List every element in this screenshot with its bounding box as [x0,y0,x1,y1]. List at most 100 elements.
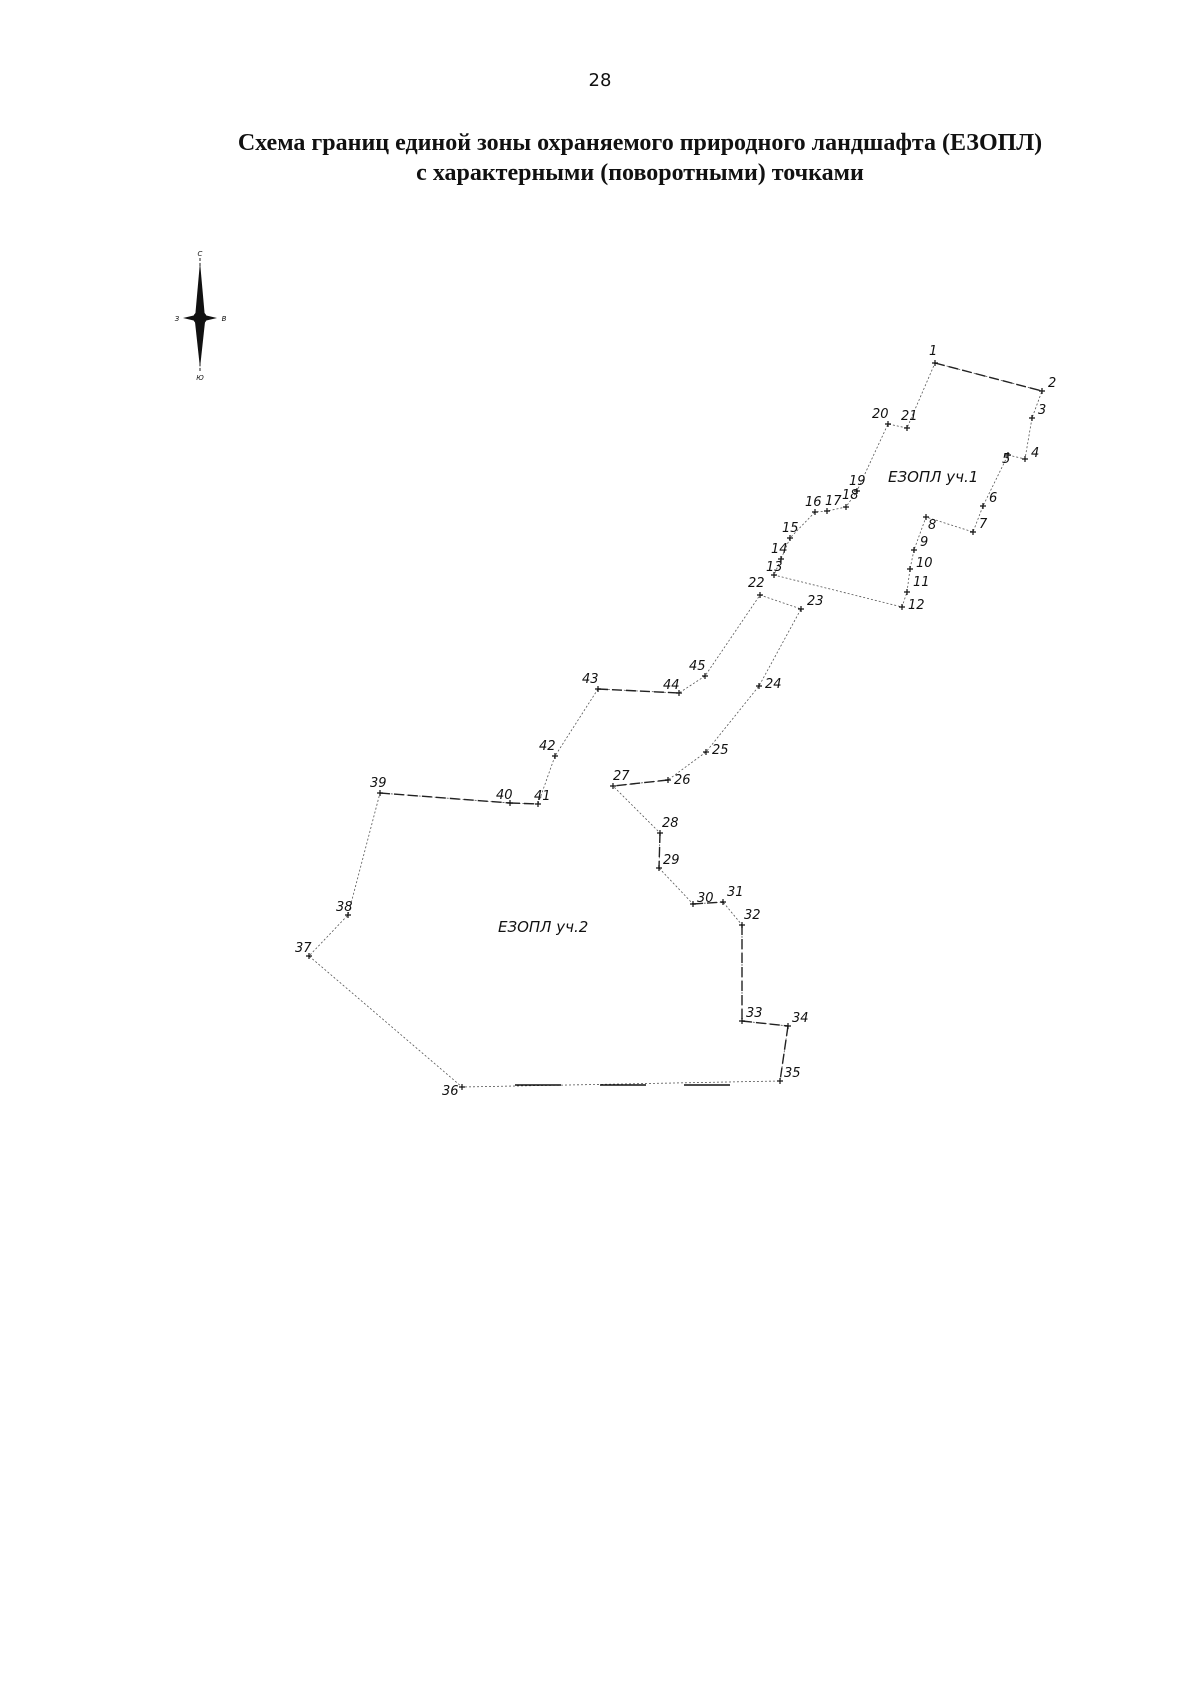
point-marker-icon [899,604,905,610]
point-label-10: 10 [916,556,933,571]
boundary-segment-26-27 [612,779,669,787]
point-marker-icon [970,529,976,535]
point-marker-icon [911,547,917,553]
point-marker-icon [756,683,762,689]
compass-west-label: З [175,315,180,323]
point-marker-icon [885,421,891,427]
point-marker-icon [535,801,541,807]
point-marker-icon [785,1023,791,1029]
point-markers [306,360,1045,1090]
boundary-segment-39-40 [379,792,511,804]
page-number: 28 [588,70,612,91]
title-line-2: с характерными (поворотными) точками [416,160,864,186]
point-label-8: 8 [928,518,936,533]
zone-boundary-2 [308,594,802,1088]
point-marker-icon [657,830,663,836]
point-marker-icon [798,606,804,612]
point-label-34: 34 [792,1011,809,1026]
point-label-7: 7 [979,517,988,532]
point-marker-icon [690,901,696,907]
boundary-segment-28-29 [658,832,661,869]
point-marker-icon [552,753,558,759]
point-label-43: 43 [582,672,599,687]
point-label-30: 30 [697,891,714,906]
point-label-21: 21 [901,409,918,424]
point-marker-icon [507,800,513,806]
point-label-2: 2 [1048,376,1056,391]
point-marker-icon [771,572,777,578]
point-label-33: 33 [746,1006,763,1021]
point-label-17: 17 [825,494,842,509]
point-marker-icon [824,508,830,514]
point-label-40: 40 [496,788,513,803]
point-marker-icon [904,425,910,431]
point-label-31: 31 [727,885,744,900]
point-marker-icon [1005,452,1011,458]
point-label-19: 19 [849,474,866,489]
point-marker-icon [345,912,351,918]
point-label-38: 38 [336,900,353,915]
point-label-29: 29 [663,853,680,868]
point-marker-icon [702,673,708,679]
point-marker-icon [1039,388,1045,394]
point-label-23: 23 [807,594,824,609]
point-label-3: 3 [1038,403,1046,418]
title-line-1: Схема границ единой зоны охраняемого при… [237,130,1043,156]
point-marker-icon [739,1018,745,1024]
point-marker-icon [757,592,763,598]
boundary-segment-40-41 [509,802,539,805]
point-marker-icon [854,488,860,494]
point-marker-icon [923,514,929,520]
point-label-32: 32 [744,908,761,923]
point-label-41: 41 [534,789,551,804]
point-marker-icon [676,690,682,696]
point-label-15: 15 [782,521,799,536]
point-marker-icon [980,503,986,509]
boundary-segment-34-35 [779,1025,789,1082]
point-label-4: 4 [1031,446,1039,461]
point-label-16: 16 [805,495,822,510]
point-label-22: 22 [748,576,765,591]
point-marker-icon [306,953,312,959]
point-label-20: 20 [872,407,889,422]
point-marker-icon [904,589,910,595]
solid-boundary-segments [379,362,1043,1086]
point-marker-icon [459,1084,465,1090]
point-label-5: 5 [1002,452,1010,467]
point-label-27: 27 [613,769,630,784]
point-marker-icon [1022,456,1028,462]
point-label-1: 1 [929,344,937,359]
point-marker-icon [907,566,913,572]
point-label-36: 36 [442,1084,459,1099]
compass-rose-icon: С Ю В З [175,250,227,382]
point-label-42: 42 [539,739,556,754]
point-marker-icon [595,686,601,692]
point-label-24: 24 [765,677,782,692]
point-marker-icon [812,509,818,515]
point-label-14: 14 [771,542,788,557]
point-marker-icon [377,790,383,796]
point-label-12: 12 [908,598,925,613]
boundary-segment-33-34 [741,1020,789,1027]
point-label-37: 37 [295,941,312,956]
zone-boundaries [308,362,1043,1088]
point-marker-icon [843,504,849,510]
point-label-26: 26 [674,773,691,788]
point-marker-icon [778,556,784,562]
point-label-18: 18 [842,488,859,503]
compass-south-label: Ю [196,374,204,382]
compass-north-label: С [198,250,203,258]
point-marker-icon [703,749,709,755]
zone-label-1: ЕЗОПЛ уч.1 [888,468,978,486]
point-label-44: 44 [663,678,680,693]
point-label-28: 28 [662,816,679,831]
page-title: Схема границ единой зоны охраняемого при… [140,128,1140,188]
point-label-25: 25 [712,743,729,758]
point-label-45: 45 [689,659,706,674]
point-label-11: 11 [913,575,930,590]
point-label-35: 35 [784,1066,801,1081]
compass-east-label: В [222,315,227,323]
point-marker-icon [932,360,938,366]
point-label-6: 6 [989,491,997,506]
